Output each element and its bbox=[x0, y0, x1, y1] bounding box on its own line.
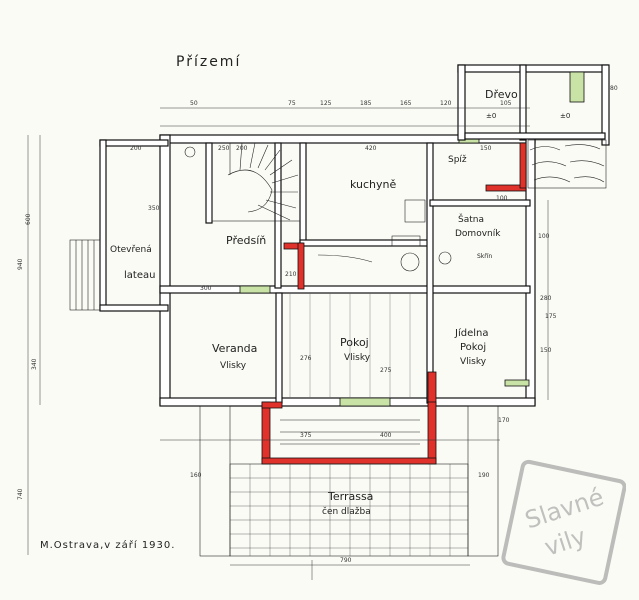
svg-text:±0: ±0 bbox=[486, 112, 496, 120]
label-otevrena-1: Otevřená bbox=[110, 245, 152, 255]
dim-bottom-4: 190 bbox=[478, 472, 490, 479]
dim-right-4: 280 bbox=[540, 295, 552, 302]
dim-inner-6: 300 bbox=[200, 285, 212, 292]
dim-left-1: 600 bbox=[25, 213, 32, 225]
label-pokoj-1: Pokoj bbox=[340, 336, 369, 349]
dim-bottom-total: 790 bbox=[340, 557, 352, 564]
dim-top-5: 165 bbox=[400, 100, 412, 107]
label-veranda-2: Vlisky bbox=[220, 361, 247, 371]
dim-inner-1: 200 bbox=[236, 145, 248, 152]
dim-inner-3: 210 bbox=[285, 271, 297, 278]
kitchen-fixtures bbox=[184, 146, 452, 272]
label-otevrena-2: lateau bbox=[124, 270, 155, 281]
dim-bottom-1: 160 bbox=[190, 472, 202, 479]
dim-bottom-2: 375 bbox=[300, 432, 312, 439]
terrace bbox=[199, 405, 499, 557]
dim-left-3: 340 bbox=[31, 358, 38, 370]
dim-top2-4: 150 bbox=[480, 145, 492, 152]
slavne-vily-watermark: Slavné vily bbox=[501, 459, 626, 585]
staircase bbox=[211, 142, 301, 222]
dim-inner-5: 275 bbox=[380, 367, 392, 374]
plan-title: Přízemí bbox=[176, 54, 241, 70]
stone-paving bbox=[527, 139, 607, 189]
dimension-labels: 50 75 125 185 165 120 105 80 200 420 250… bbox=[17, 85, 618, 564]
label-domovnik: Domovník bbox=[455, 229, 501, 239]
label-satna: Šatna bbox=[458, 213, 484, 225]
label-jidelna-3: Vlisky bbox=[460, 357, 487, 367]
dim-right-6: 100 bbox=[496, 195, 508, 202]
dim-right-2: 150 bbox=[540, 347, 552, 354]
label-spiz: Spíž bbox=[448, 155, 467, 165]
label-kuchyne: kuchyně bbox=[350, 178, 397, 191]
dim-top2-1: 200 bbox=[130, 145, 142, 152]
dim-top-4: 185 bbox=[360, 100, 372, 107]
label-skrin: Skřín bbox=[477, 253, 492, 260]
dim-top2-2: 420 bbox=[365, 145, 377, 152]
dim-left-4: 740 bbox=[17, 488, 24, 500]
dim-right-5: 175 bbox=[545, 313, 557, 320]
open-plateau bbox=[69, 239, 101, 311]
label-veranda-1: Veranda bbox=[212, 342, 257, 355]
dim-top-7: 105 bbox=[500, 100, 512, 107]
dim-top-2: 75 bbox=[288, 100, 296, 107]
label-drevo: Dřevo bbox=[485, 88, 518, 101]
dim-inner-4: 276 bbox=[300, 355, 312, 362]
dimension-lines bbox=[27, 107, 549, 580]
footer-note: M.Ostrava,v září 1930. bbox=[40, 539, 175, 551]
woodshed-annex: ±0 ±0 bbox=[457, 64, 610, 146]
dim-right-3: 100 bbox=[538, 233, 550, 240]
dim-top-8: 80 bbox=[610, 85, 618, 92]
dim-top-1: 50 bbox=[190, 100, 198, 107]
dim-bottom-3: 400 bbox=[380, 432, 392, 439]
room-labels: Dřevo kuchyně Předsíň Otevřená lateau Sp… bbox=[110, 88, 518, 517]
dim-left-2: 940 bbox=[17, 258, 24, 270]
label-predsin: Předsíň bbox=[226, 234, 266, 247]
label-terrasa-2: čen dlažba bbox=[322, 506, 371, 517]
label-jidelna-2: Pokoj bbox=[460, 342, 486, 353]
dim-top2-3: 250 bbox=[218, 145, 230, 152]
svg-text:±0: ±0 bbox=[560, 112, 570, 120]
dim-inner-2: 350 bbox=[148, 205, 160, 212]
label-terrasa-1: Terrassa bbox=[327, 490, 373, 503]
label-jidelna-1: Jídelna bbox=[454, 327, 488, 339]
dim-top-6: 120 bbox=[440, 100, 452, 107]
label-pokoj-2: Vlisky bbox=[344, 353, 371, 363]
dim-top-3: 125 bbox=[320, 100, 332, 107]
dim-right-1: 170 bbox=[498, 417, 510, 424]
parquet-lines bbox=[289, 293, 411, 398]
